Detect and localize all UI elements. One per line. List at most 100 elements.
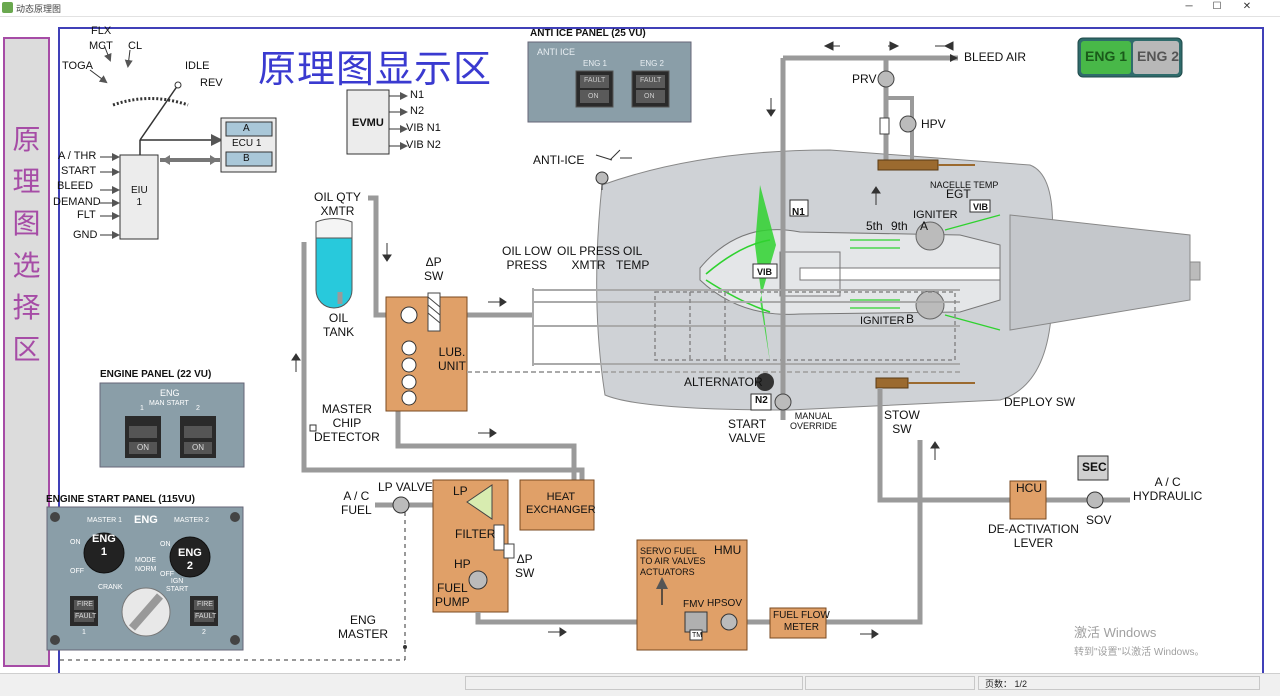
eng1-toggle-button[interactable] [1081, 41, 1131, 74]
fmv-label: FMV [683, 599, 705, 610]
anti-ice-on1: ON [588, 93, 599, 100]
egt-label: EGT [946, 187, 971, 201]
esp-on2: ON [160, 541, 171, 548]
stow-sw-label: STOW SW [884, 408, 920, 436]
filter-label: FILTER [455, 527, 496, 541]
engine-panel-on2: ON [192, 443, 204, 452]
anti-ice-header: ANTI ICE [537, 47, 576, 57]
throttle-cl-label: CL [128, 40, 143, 52]
esp-eng2: ENG 2 [178, 547, 202, 572]
eng1-toggle-label[interactable]: ENG 1 [1085, 48, 1128, 64]
bleed-air-system [595, 55, 991, 420]
hmu-label: HMU [714, 543, 742, 557]
esp-crank: CRANK [98, 584, 123, 591]
diagram-select-area[interactable]: 原理图选择区 [3, 37, 50, 667]
stage9-label: 9th [891, 219, 908, 233]
evmu-box [346, 89, 390, 155]
app-icon [2, 2, 13, 13]
title-bar: 动态原理图 ─ ☐ ✕ [0, 0, 1280, 17]
nacelle-temp-label: NACELLE TEMP [930, 180, 999, 190]
engine-panel-on1: ON [137, 443, 149, 452]
manual-override-label: MANUAL OVERRIDE [790, 411, 838, 432]
display-area-label: 原理图显示区 [258, 47, 493, 91]
esp-eng1: ENG 1 [92, 533, 116, 558]
vib-upper-label: VIB [973, 202, 989, 212]
oil-system [301, 195, 585, 482]
eiu-input-flt: FLT [77, 209, 96, 221]
esp-ign-start: IGN START [166, 578, 189, 594]
eng2-toggle-button[interactable] [1133, 41, 1179, 74]
tm-label: TM [692, 632, 703, 639]
anti-ice-eng1: ENG 1 [583, 59, 608, 68]
throttle-toga-label: TOGA [62, 60, 93, 72]
flow-arrows [291, 41, 958, 639]
throttle-idle-label: IDLE [185, 60, 210, 72]
minimize-button[interactable]: ─ [1185, 1, 1193, 12]
ac-hydraulic-label: A / C HYDRAULIC [1133, 475, 1203, 503]
oil-press-xmtr-label: OIL PRESS XMTR [557, 244, 620, 272]
engine-panel-1: 1 [140, 405, 144, 412]
engine-panel [99, 382, 245, 468]
ecu-name-label: ECU 1 [232, 138, 262, 149]
esp-off2: OFF [160, 571, 174, 578]
engine-dash-lines [654, 291, 956, 361]
engine-start-panel-title: ENGINE START PANEL (115VU) [46, 494, 195, 505]
eng2-toggle-label[interactable]: ENG 2 [1137, 48, 1180, 64]
lub-unit-label: LUB. UNIT [438, 345, 466, 373]
oil-dp-sw-label: ΔP SW [424, 255, 444, 283]
fuel-flow-meter-label: FUEL FLOW METER [773, 610, 830, 633]
sec-label: SEC [1082, 460, 1107, 474]
esp-n1: 1 [82, 629, 86, 636]
oil-qty-xmtr-label: OIL QTY XMTR [314, 190, 361, 218]
throttle-rev-label: REV [200, 77, 223, 89]
page-count: 页数： 1/2 [978, 676, 1260, 690]
anti-ice-eng2: ENG 2 [640, 59, 665, 68]
sov-label: SOV [1086, 513, 1112, 527]
esp-n2: 2 [202, 629, 206, 636]
bleed-air-label: BLEED AIR [964, 50, 1027, 64]
n2-label: N2 [755, 395, 768, 406]
igniter-b-label: IGNITER [860, 315, 905, 327]
esp-fault1: FAULT [75, 613, 97, 620]
maximize-button[interactable]: ☐ [1212, 1, 1222, 12]
alternator-label: ALTERNATOR [684, 375, 763, 389]
igniter-a-label: IGNITER [913, 209, 958, 221]
servo-fuel-label: SERVO FUEL TO AIR VALVES ACTUATORS [640, 546, 706, 577]
lp-valve-label: LP VALVE [378, 480, 433, 494]
oil-temp-label: OIL TEMP [616, 244, 650, 272]
anti-ice-fault1: FAULT [584, 77, 606, 84]
ecu-b-label: B [243, 153, 250, 164]
anti-ice-panel-title: ANTI ICE PANEL (25 VU) [530, 28, 646, 39]
evmu-name-label: EVMU [352, 117, 384, 129]
eiu-input-athr: A / THR [58, 150, 97, 162]
ac-fuel-label: A / C FUEL [341, 489, 372, 517]
watermark-line2: 转到"设置"以激活 Windows。 [1074, 647, 1205, 658]
oil-engine-lines [467, 288, 960, 373]
engine-panel-sub: MAN START [149, 400, 189, 407]
oil-low-press-label: OIL LOW PRESS [502, 244, 552, 272]
status-bar: 页数： 1/2 [0, 673, 1280, 696]
hp-label: HP [454, 557, 471, 571]
window-title: 动态原理图 [16, 4, 62, 14]
start-valve-label: START VALVE [728, 417, 767, 445]
igniter-b-letter: B [906, 312, 915, 326]
close-button[interactable]: ✕ [1242, 1, 1252, 12]
engine-nacelle [596, 149, 1201, 411]
windows-activation-watermark: 激活 Windows 转到"设置"以激活 Windows。 [1074, 622, 1204, 658]
engine-panel-header: ENG [160, 388, 180, 398]
eiu-name-label: EIU 1 [131, 185, 148, 208]
eiu-input-gnd: GND [73, 229, 98, 241]
n1-label: N1 [792, 207, 805, 218]
oil-tank-label: OIL TANK [323, 311, 355, 339]
watermark-line1: 激活 Windows [1074, 625, 1157, 640]
anti-ice-fault2: FAULT [640, 77, 662, 84]
esp-eng: ENG [134, 514, 158, 526]
deploy-sw-label: DEPLOY SW [1004, 395, 1076, 409]
eiu-box [119, 154, 159, 240]
status-cell [465, 676, 803, 690]
stage5-label: 5th [866, 219, 883, 233]
engine-panel-title: ENGINE PANEL (22 VU) [100, 369, 212, 380]
evmu-n1: N1 [410, 89, 425, 101]
hpsov-label: HPSOV [707, 598, 743, 609]
